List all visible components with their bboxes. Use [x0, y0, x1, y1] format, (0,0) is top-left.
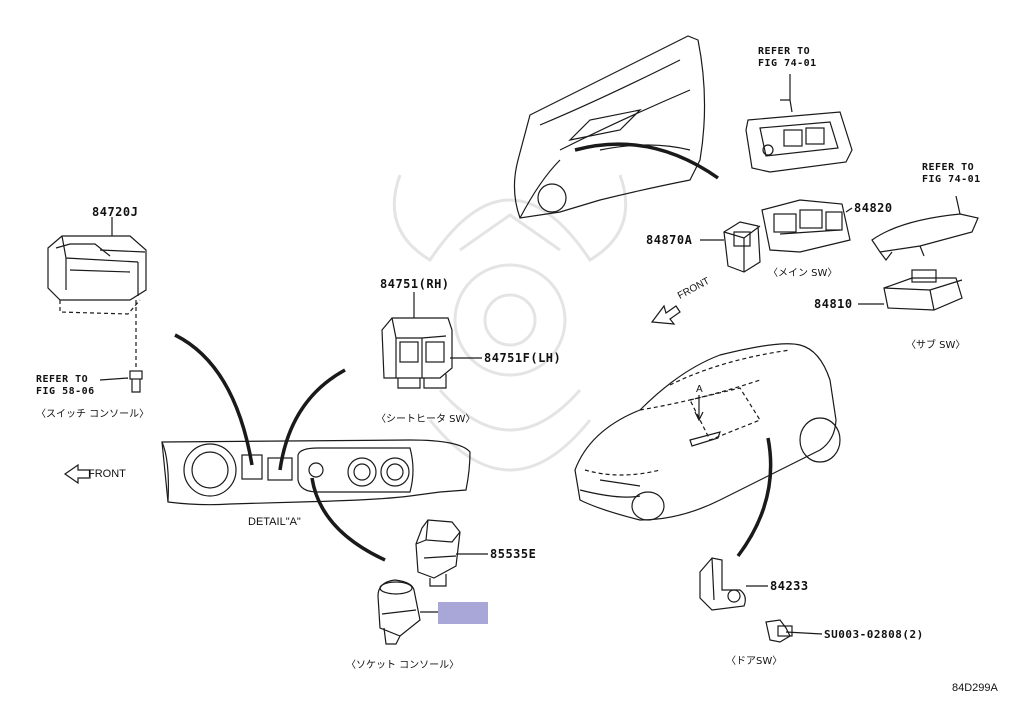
front-label-left: FRONT	[88, 468, 126, 480]
bolt-su003	[765, 619, 823, 643]
leader-84820	[845, 207, 853, 213]
refer-to-fig58-line1: REFER TO	[36, 374, 89, 385]
main-window-switch	[761, 199, 851, 253]
caption-sub-sw: 〈サブ SW〉	[906, 340, 966, 351]
label-su003: SU003-02808(2)	[824, 628, 924, 641]
refer-to-fig58-line2: FIG 58-06	[36, 386, 95, 397]
caption-main-sw: 〈メイン SW〉	[768, 268, 838, 279]
label-84751flh: 84751F(LH)	[484, 351, 562, 365]
label-84810: 84810	[814, 297, 853, 311]
front-arrow-left-icon	[63, 463, 91, 485]
leader-arc-door	[574, 142, 720, 180]
marker-a-label: A	[696, 384, 703, 395]
car-outline	[574, 343, 841, 521]
cigarette-socket	[415, 519, 488, 587]
sub-window-switch	[883, 269, 963, 311]
leader-arc-door-sw	[736, 437, 773, 558]
leader-arc-socket	[310, 477, 386, 562]
detail-a-label: DETAIL"A"	[248, 516, 301, 528]
label-84720j: 84720J	[92, 205, 139, 219]
seat-heater-switch	[381, 317, 453, 389]
switch-84870a	[723, 221, 761, 273]
refer-to-fig74-top-line2: FIG 74-01	[758, 58, 817, 69]
caption-socket-console: 〈ソケット コンソール〉	[346, 660, 460, 671]
leader-arc-seat-heater	[278, 368, 346, 471]
front-arrow-mid-icon	[650, 304, 681, 325]
door-panel	[513, 35, 706, 219]
label-84820: 84820	[854, 201, 893, 215]
socket-lighter-body	[377, 579, 438, 645]
redacted-part-number-box	[438, 602, 488, 624]
window-switch-bezel	[745, 99, 853, 173]
switch-console-part	[47, 235, 147, 315]
label-84751rh: 84751(RH)	[380, 277, 450, 291]
refer-to-fig74-right-line1: REFER TO	[922, 162, 975, 173]
caption-seat-heater-sw: 〈シートヒータ SW〉	[376, 414, 476, 425]
label-84233: 84233	[770, 579, 809, 593]
caption-door-sw: 〈ドアSW〉	[726, 656, 783, 667]
leader-arc-switch-console	[174, 333, 254, 466]
label-85535e: 85535E	[490, 547, 537, 561]
caption-switch-console: 〈スイッチ コンソール〉	[36, 409, 150, 420]
screw-fig58	[99, 370, 143, 393]
armrest-trim	[871, 195, 979, 261]
diagram-id: 84D299A	[952, 682, 998, 694]
refer-to-fig74-right-line2: FIG 74-01	[922, 174, 981, 185]
watermark-crest	[392, 174, 628, 472]
console-detail-a	[161, 439, 471, 506]
door-switch	[699, 557, 768, 611]
label-84870a: 84870A	[646, 233, 693, 247]
refer-to-fig74-top-line1: REFER TO	[758, 46, 811, 57]
